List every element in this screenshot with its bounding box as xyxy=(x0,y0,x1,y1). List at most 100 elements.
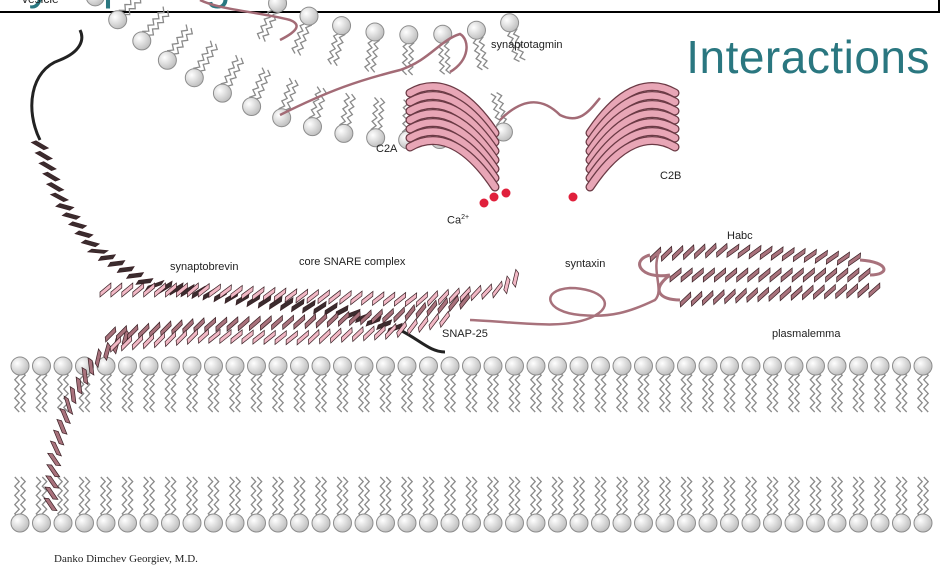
label-syntaxin: syntaxin xyxy=(565,258,605,270)
lipid xyxy=(258,0,287,42)
helix-turn xyxy=(814,268,825,282)
lipid xyxy=(162,477,180,532)
lipid xyxy=(441,477,459,532)
label-synaptobrevin: synaptobrevin xyxy=(170,261,239,273)
helix-turn xyxy=(56,204,74,211)
lipid xyxy=(33,357,51,412)
lipid-head xyxy=(463,514,481,532)
helix-turn xyxy=(165,331,176,346)
helix-turn xyxy=(31,141,48,150)
helix-turn xyxy=(353,327,364,342)
habc-domain xyxy=(640,243,884,307)
lipid xyxy=(467,21,488,70)
helix-turn xyxy=(319,329,330,344)
lipid xyxy=(398,477,416,532)
helix-turn xyxy=(307,290,318,304)
helix-turn xyxy=(209,329,220,343)
lipid-head xyxy=(398,357,416,375)
lipid-head xyxy=(303,118,321,136)
helix-turn xyxy=(826,251,838,264)
helix-turn xyxy=(39,162,56,171)
lipid-head xyxy=(656,514,674,532)
lipid-head xyxy=(140,514,158,532)
syntaxin-tm-coil xyxy=(44,329,129,510)
lipid xyxy=(355,477,373,532)
lipid-head xyxy=(914,514,932,532)
lipid-head xyxy=(441,514,459,532)
helix-turn xyxy=(329,290,340,304)
lipid xyxy=(140,477,158,532)
lipid xyxy=(549,477,567,532)
lipid xyxy=(506,477,524,532)
lipid xyxy=(678,357,696,412)
helix-turn xyxy=(351,291,362,305)
helix-turn xyxy=(327,312,338,327)
lipid-head xyxy=(86,0,104,6)
helix-turn xyxy=(70,387,76,404)
lipid xyxy=(367,97,385,146)
helix-turn xyxy=(43,172,60,181)
lipid-head xyxy=(11,357,29,375)
lipid xyxy=(86,0,125,6)
helix-turn xyxy=(813,285,824,299)
lipid-head xyxy=(549,357,567,375)
lipid xyxy=(742,357,760,412)
lipid xyxy=(656,357,674,412)
helix-turn xyxy=(714,268,725,282)
c2a-domain xyxy=(410,87,495,187)
helix-turn xyxy=(769,287,780,302)
lipid-head xyxy=(699,357,717,375)
helix-turn xyxy=(727,244,739,257)
lipid xyxy=(291,357,309,412)
lipid-head xyxy=(635,357,653,375)
helix-turn xyxy=(62,213,80,220)
helix-turn xyxy=(373,292,384,306)
lipid-head xyxy=(334,514,352,532)
lipid-head xyxy=(119,357,137,375)
helix-turn xyxy=(793,248,805,261)
calcium-ion xyxy=(490,193,499,202)
lipid xyxy=(527,357,545,412)
lipid xyxy=(377,357,395,412)
lipid xyxy=(742,477,760,532)
lipid xyxy=(76,477,94,532)
helix-turn xyxy=(384,292,395,306)
lipid-head xyxy=(185,69,203,87)
helix-turn xyxy=(702,291,713,306)
lipid xyxy=(570,477,588,532)
lipid-head xyxy=(400,26,418,44)
helix-turn xyxy=(132,335,143,350)
lipid-head xyxy=(850,357,868,375)
lipid xyxy=(269,357,287,412)
helix-turn xyxy=(161,321,172,336)
lipid xyxy=(893,357,911,412)
helix-turn xyxy=(782,248,794,261)
helix-turn xyxy=(264,331,275,345)
helix-turn xyxy=(198,329,209,343)
helix-turn xyxy=(826,268,837,282)
lipid-head xyxy=(463,357,481,375)
helix-turn xyxy=(45,487,58,499)
lipid xyxy=(721,477,739,532)
lipid xyxy=(377,477,395,532)
lipid-head xyxy=(312,514,330,532)
lipid xyxy=(335,93,355,142)
lipid xyxy=(291,477,309,532)
helix-turn xyxy=(100,283,111,297)
helix-turn xyxy=(440,311,450,327)
lipid xyxy=(292,7,318,55)
helix-turn xyxy=(394,307,405,322)
lipid-head xyxy=(678,514,696,532)
lipid-head xyxy=(635,514,653,532)
lipid-head xyxy=(162,514,180,532)
lipid xyxy=(635,357,653,412)
lipid-head xyxy=(226,514,244,532)
lipid-head xyxy=(300,7,318,25)
lipid xyxy=(635,477,653,532)
lipid xyxy=(501,14,526,62)
lipid-head xyxy=(764,357,782,375)
helix-turn xyxy=(275,331,286,345)
lipid-head xyxy=(158,51,176,69)
helix-turn xyxy=(703,268,714,282)
